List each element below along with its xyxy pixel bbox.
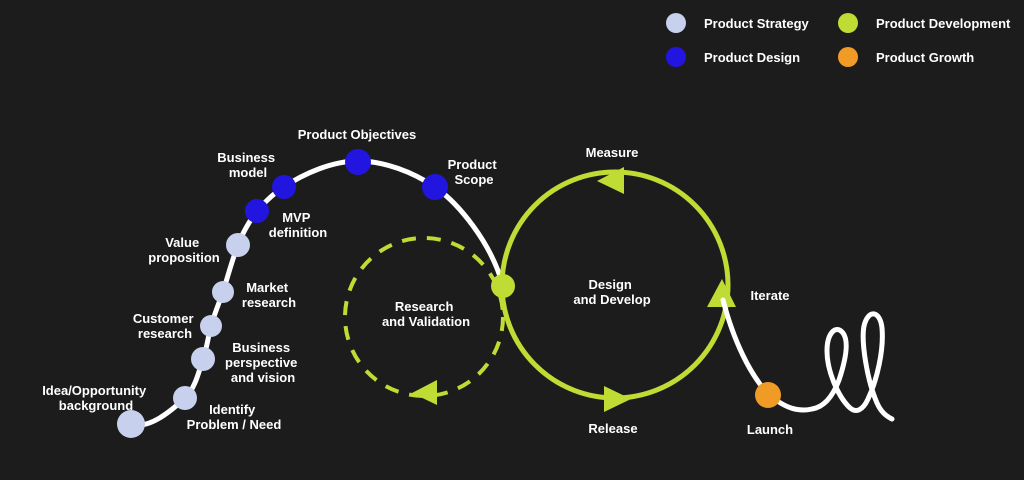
stage-label-idea-opportunity-background: Idea/Opportunity background xyxy=(42,383,150,413)
legend-label-product-design: Product Design xyxy=(704,49,801,65)
iterate-label: Iterate xyxy=(750,288,789,303)
development-start-dot xyxy=(491,274,515,298)
legend-item-product-growth: Product Growth xyxy=(838,47,1010,67)
design-develop-label: Design and Develop xyxy=(573,277,650,307)
stage-dot-business-model xyxy=(272,175,296,199)
research-validation-arrow-icon xyxy=(412,380,437,405)
stage-dot-product-scope xyxy=(422,174,448,200)
launch-label: Launch xyxy=(747,422,793,437)
research-validation-circle xyxy=(343,236,505,398)
measure-arrow-icon xyxy=(597,167,624,194)
iterate-arrow-icon xyxy=(707,279,736,307)
product-design-dot-icon xyxy=(666,47,686,67)
legend-item-product-development: Product Development xyxy=(838,13,1010,33)
growth-path xyxy=(720,297,895,422)
journey-path xyxy=(128,158,506,428)
stage-dot-mvp-definition xyxy=(245,199,269,223)
stage-dot-idea-opportunity-background xyxy=(117,410,145,438)
launch-dot xyxy=(755,382,781,408)
release-label: Release xyxy=(588,421,637,436)
legend: Product Strategy Product Development Pro… xyxy=(666,13,1010,67)
stage-label-business-perspective-vision: Business perspective and vision xyxy=(225,340,301,385)
legend-item-product-strategy: Product Strategy xyxy=(666,13,838,33)
stage-dot-business-perspective-vision xyxy=(191,347,215,371)
legend-label-product-development: Product Development xyxy=(876,15,1011,31)
legend-item-product-design: Product Design xyxy=(666,47,838,67)
stage-dot-customer-research xyxy=(200,315,222,337)
stage-label-identify-problem-need: Identify Problem / Need xyxy=(187,402,282,432)
stage-label-customer-research: Customer research xyxy=(133,311,197,341)
legend-label-product-growth: Product Growth xyxy=(876,49,975,65)
stage-label-product-objectives: Product Objectives xyxy=(298,127,416,142)
product-development-dot-icon xyxy=(838,13,858,33)
research-validation-label: Research and Validation xyxy=(382,299,470,329)
stage-dot-market-research xyxy=(212,281,234,303)
stage-label-product-scope: Product Scope xyxy=(448,157,501,187)
stage-label-market-research: Market research xyxy=(242,280,296,310)
stage-label-mvp-definition: MVP definition xyxy=(269,210,328,240)
stage-dot-product-objectives xyxy=(345,149,371,175)
release-arrow-icon xyxy=(604,386,631,412)
stage-label-business-model: Business model xyxy=(217,150,278,180)
stage-dot-identify-problem-need xyxy=(173,386,197,410)
measure-label: Measure xyxy=(586,145,639,160)
legend-label-product-strategy: Product Strategy xyxy=(704,15,809,31)
product-strategy-dot-icon xyxy=(666,13,686,33)
stage-label-value-proposition: Value proposition xyxy=(148,235,220,265)
product-growth-dot-icon xyxy=(838,47,858,67)
stage-dot-value-proposition xyxy=(226,233,250,257)
